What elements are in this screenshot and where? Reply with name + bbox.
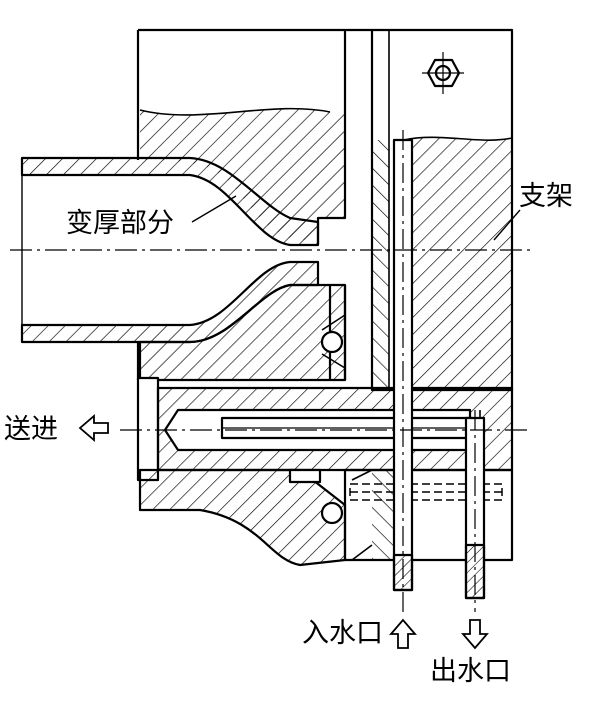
label-bracket: 支架 (519, 181, 573, 212)
clamp-step (288, 468, 322, 484)
hex-nut-icon (422, 52, 464, 94)
lower-clamp-hatched (138, 468, 347, 567)
arrow-down-icon (461, 619, 489, 650)
arrow-up-icon (389, 618, 417, 649)
lower-bracket (343, 468, 514, 562)
upper-die-hatched (140, 108, 345, 241)
bracket-strip-hatch (372, 140, 389, 390)
bracket-wavy-line-right (403, 136, 513, 141)
ball-seat-upper (321, 314, 346, 369)
label-water-outlet: 出水口 (430, 656, 511, 687)
bracket-hatched (404, 137, 512, 388)
ram-plate (136, 376, 160, 482)
tube-upper-wall (20, 156, 320, 247)
ball-icon-lower (320, 501, 344, 525)
center-lines (10, 249, 530, 431)
arrow-left-icon (78, 414, 109, 442)
label-feed: 送进 (4, 414, 58, 445)
ball-icon-upper (320, 330, 344, 354)
leader-lines (191, 195, 521, 241)
label-thickened-part: 变厚部分 (66, 208, 174, 239)
lower-die-hatched (138, 283, 347, 382)
bracket-wavy-line (139, 107, 331, 116)
label-water-inlet: 入水口 (302, 618, 383, 649)
